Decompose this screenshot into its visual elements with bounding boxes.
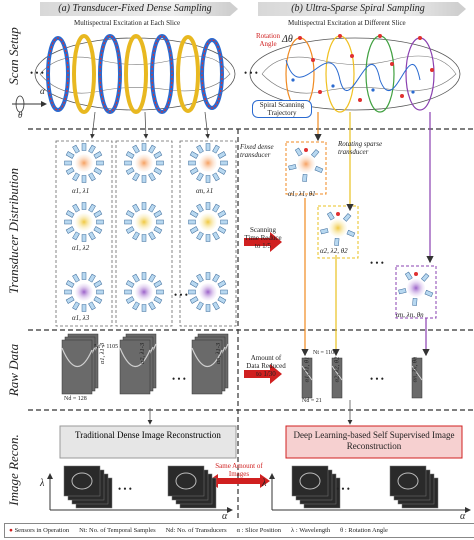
raw-label-an: αn, λ1-3 xyxy=(215,342,223,365)
fixed-label: Fixed dense transducer xyxy=(240,143,274,159)
ellipsis-trans-b: • • • xyxy=(370,258,384,268)
data-reduced-text: Amount of Data Reduced to 1/30 xyxy=(246,354,286,378)
legend-alpha: α : Slice Position xyxy=(236,527,282,534)
deep-text: Deep Learning-based Self Supervised Imag… xyxy=(293,430,455,451)
same-amount-text: Same Amount of Images xyxy=(215,462,263,478)
recon-axes xyxy=(47,473,471,513)
rotation-angle-label: Rotation Angle xyxy=(255,32,281,48)
reduction-arrows xyxy=(208,232,282,488)
alpha-axis-label: α xyxy=(40,86,45,96)
ellipsis-recon-b: • • • xyxy=(336,484,350,494)
raw-nd-b: Nd = 21 xyxy=(302,398,322,404)
dense-transducer-rings xyxy=(64,143,228,312)
sub-dense: Multispectral Excitation at Each Slice xyxy=(74,19,181,27)
theta-axis-label: θ xyxy=(18,110,23,120)
label-an-l1: αn, λ1 xyxy=(196,187,214,195)
ellipsis-raw-b: • • • xyxy=(370,374,384,384)
scan-time-text: Scanning Time Reduce to 1/5 xyxy=(244,226,282,250)
traditional-box xyxy=(59,425,237,459)
ellipsis-recon-a: • • • xyxy=(118,484,132,494)
traditional-text: Traditional Dense Image Reconstruction xyxy=(75,430,221,440)
raw-nt-b: Nt = 1105 xyxy=(313,350,338,356)
legend: ● Sensors in Operation Nt: No. of Tempor… xyxy=(4,523,474,538)
rotating-label: Rotating sparse transducer xyxy=(338,140,383,156)
legend-theta: θ : Rotation Angle xyxy=(340,527,388,534)
section-dividers xyxy=(28,128,474,520)
label-a1-l2: α1, λ2 xyxy=(72,244,90,252)
header-sparse: (b) Ultra-Sparse Spiral Sampling xyxy=(258,2,466,16)
label-b2: α2, λ2, θ2 xyxy=(320,247,348,255)
legend-lambda: λ : Wavelength xyxy=(291,527,331,534)
row-label-recon: Image Recon. xyxy=(6,434,21,506)
ellipsis-a: • • • xyxy=(30,68,44,78)
ellipsis-raw-a: • • • xyxy=(172,374,186,384)
delta-theta-label: Δθ xyxy=(282,34,293,45)
sparse-connectors xyxy=(301,112,434,357)
header-dense: (a) Transducer-Fixed Dense Sampling xyxy=(40,2,238,16)
connectors-a xyxy=(90,111,210,139)
sparse-transducer-rings xyxy=(285,141,437,319)
label-a1-l3: α1, λ3 xyxy=(72,314,90,322)
recon-lambda-b: λ xyxy=(262,478,267,489)
row-label-scan: Scan Setup xyxy=(6,27,21,85)
raw-label-b2: α2, λ2, θ2 xyxy=(333,356,341,383)
legend-sensor: ● Sensors in Operation xyxy=(9,527,70,534)
recon-connectors xyxy=(147,400,353,425)
raw-label-bn: αn, λn, θn xyxy=(411,356,419,383)
row-label-transducer: Transducer Distribution xyxy=(6,167,21,294)
recon-alpha-b: α xyxy=(460,511,466,522)
deep-box xyxy=(285,425,463,459)
raw-data-stacks-dense xyxy=(61,333,229,395)
raw-nd-a: Nd = 128 xyxy=(64,396,87,402)
recon-lambda-a: λ xyxy=(40,478,45,489)
ellipsis-b: • • • xyxy=(244,68,258,78)
raw-data-strips-sparse xyxy=(301,357,423,399)
raw-nt-a: Nt = 1105 xyxy=(94,344,119,350)
legend-nd: Nd: No. of Transducers xyxy=(165,527,227,534)
scan-body-a xyxy=(34,34,236,114)
ellipsis-trans-a: • • • xyxy=(174,290,188,300)
sub-sparse: Multispectral Excitation at Different Sl… xyxy=(288,19,406,27)
raw-label-a2: α2, λ1-3 xyxy=(139,342,147,365)
raw-label-b1: α1, λ1, θ1 xyxy=(303,356,311,383)
label-b1: α1, λ1, θ1 xyxy=(288,190,316,198)
recon-alpha-a: α xyxy=(222,511,228,522)
legend-nt: Nt: No. of Temporal Samples xyxy=(79,527,156,534)
label-bn: αn, λn, θn xyxy=(396,311,424,319)
spiral-label: Spiral Scanning Trajectory xyxy=(252,100,312,118)
axis-icon xyxy=(12,95,47,113)
label-a1-l1: α1, λ1 xyxy=(72,187,90,195)
reconstructed-image-stacks xyxy=(63,465,439,509)
scan-body-b xyxy=(249,34,461,113)
dense-columns xyxy=(55,140,237,327)
